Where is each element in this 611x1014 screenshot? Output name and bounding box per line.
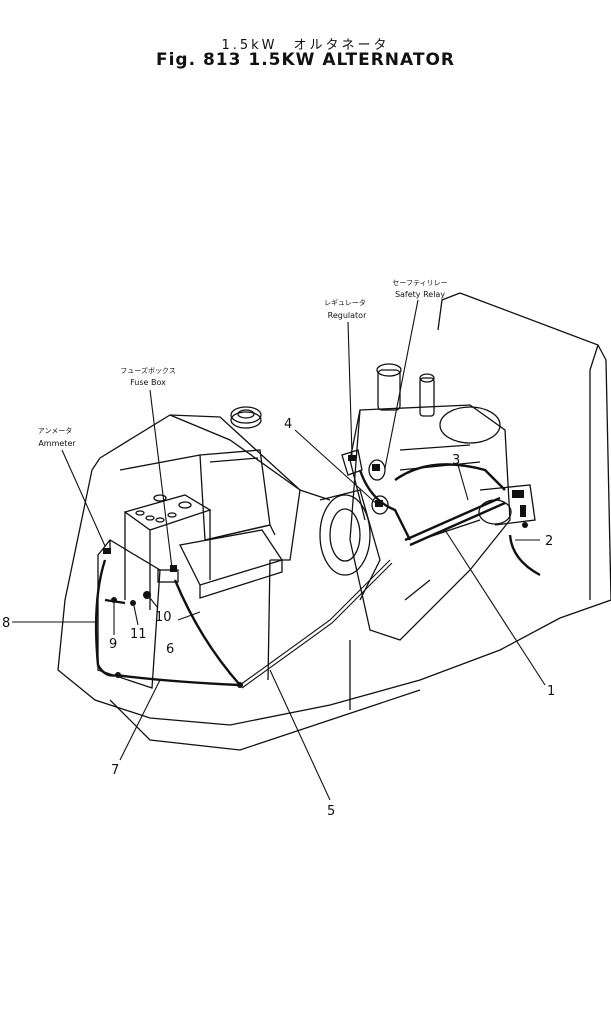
callout-11: 11 (130, 627, 147, 642)
callout-1: 1 (547, 684, 555, 699)
fuel-cap (230, 406, 262, 429)
label-ammeter: Ammeter (38, 439, 76, 448)
callout-3: 3 (452, 453, 460, 468)
callout-6: 6 (166, 642, 174, 657)
callout-4: 4 (284, 417, 292, 432)
machine-body-outline (57, 292, 611, 751)
label-ammeter-jp: アンメータ (38, 426, 73, 435)
component-labels: セーフティリレー Safety Relay レギュレータ Regulator フ… (38, 279, 448, 569)
callout-5: 5 (327, 804, 335, 819)
figure-title-japanese: 1.5kW オルタネータ (221, 38, 390, 53)
callouts: 1 2 3 4 5 6 7 8 9 10 11 (2, 417, 555, 819)
wiring-harness (94, 463, 541, 689)
operator-seat (179, 449, 284, 599)
callout-7: 7 (111, 763, 119, 778)
ammeter-panel (97, 539, 161, 689)
callout-9: 9 (109, 637, 117, 652)
label-safety-relay-jp: セーフティリレー (392, 279, 447, 287)
regulator (341, 449, 363, 476)
battery-box (123, 494, 212, 610)
label-regulator-jp: レギュレータ (324, 298, 366, 307)
fuse-box (157, 565, 179, 583)
engine (319, 363, 511, 641)
label-safety-relay: Safety Relay (395, 290, 445, 299)
figure-title: Fig. 813 1.5KW ALTERNATOR (155, 50, 456, 70)
safety-relay (368, 459, 389, 515)
callout-8: 8 (2, 616, 10, 631)
label-fuse-box: Fuse Box (130, 378, 166, 387)
callout-2: 2 (545, 534, 553, 549)
label-fuse-box-jp: フューズボックス (120, 366, 175, 375)
label-regulator: Regulator (328, 311, 367, 320)
callout-10: 10 (155, 610, 172, 625)
alternator (478, 484, 536, 528)
